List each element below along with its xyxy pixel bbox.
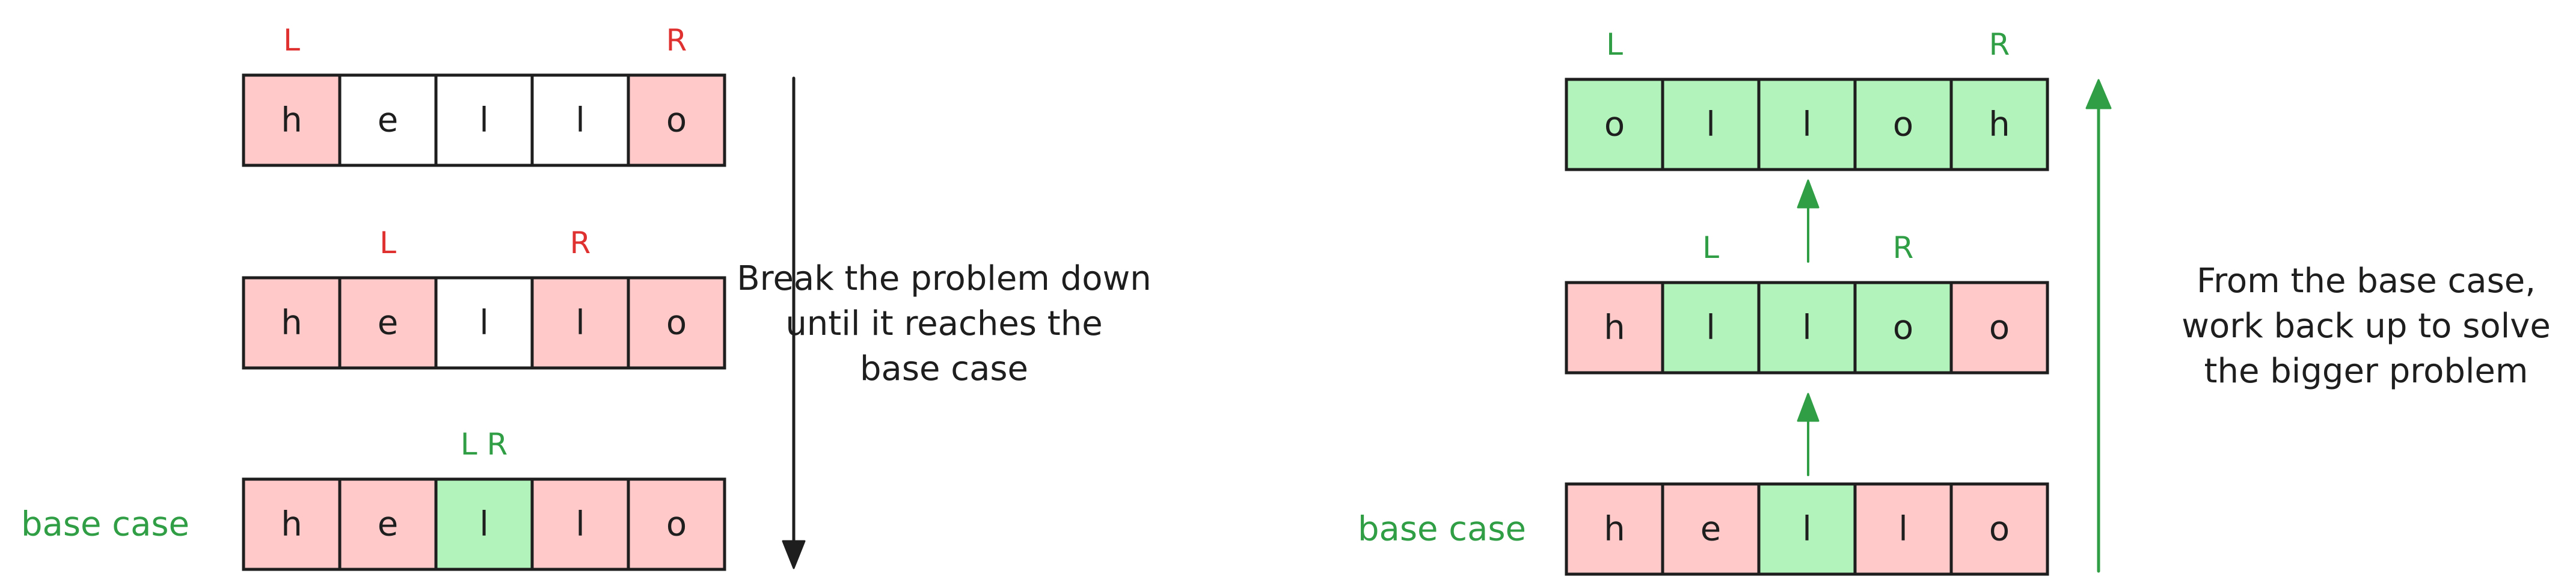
char-cell bbox=[1565, 78, 1664, 171]
up-arrow-small-lower bbox=[1797, 393, 1820, 476]
char-label: o bbox=[1893, 105, 1913, 144]
char-label: l bbox=[1898, 510, 1908, 549]
char-cell bbox=[338, 73, 438, 167]
pointer-marker: R bbox=[1989, 27, 2010, 62]
char-cell bbox=[242, 73, 342, 167]
char-cell bbox=[1661, 281, 1761, 375]
char-label: l bbox=[575, 304, 585, 343]
char-label: o bbox=[666, 101, 687, 140]
char-label: l bbox=[479, 304, 489, 343]
char-label: o bbox=[1893, 308, 1913, 348]
char-cell bbox=[434, 276, 534, 370]
char-label: o bbox=[1604, 105, 1625, 144]
pointer-marker: L bbox=[379, 225, 396, 260]
char-label: o bbox=[1989, 510, 2010, 549]
right-caption-line-1: From the base case, bbox=[2197, 262, 2536, 301]
char-label: l bbox=[479, 505, 489, 544]
right-caption-line-3: the bigger problem bbox=[2204, 352, 2528, 391]
up-arrow-small-upper bbox=[1797, 179, 1820, 263]
char-cell bbox=[627, 477, 726, 571]
char-cell bbox=[1949, 78, 2049, 171]
char-cell bbox=[1853, 78, 1953, 171]
char-cell bbox=[1949, 281, 2049, 375]
char-label: o bbox=[666, 505, 687, 544]
pointer-marker: R bbox=[666, 23, 687, 58]
char-cell bbox=[1757, 482, 1857, 576]
char-cell bbox=[338, 477, 438, 571]
base-case-label: base case bbox=[1358, 510, 1526, 549]
string-row: h e l l o base case bbox=[1358, 482, 2049, 576]
char-label: o bbox=[1989, 308, 2010, 348]
char-cell bbox=[242, 276, 342, 370]
base-case-label: base case bbox=[21, 505, 189, 544]
down-arrow bbox=[782, 76, 806, 569]
char-label: l bbox=[1802, 308, 1812, 348]
char-cell bbox=[1949, 482, 2049, 576]
pointer-marker: L R bbox=[461, 427, 508, 462]
pointer-marker: L bbox=[1702, 230, 1719, 265]
char-label: h bbox=[1604, 308, 1625, 348]
char-cell bbox=[434, 477, 534, 571]
string-row: h e l l o L R bbox=[242, 23, 726, 167]
char-label: e bbox=[1700, 510, 1721, 549]
char-cell bbox=[627, 73, 726, 167]
left-caption-line-3: base case bbox=[860, 349, 1028, 388]
pointer-marker: R bbox=[570, 225, 591, 260]
char-cell bbox=[1757, 281, 1857, 375]
string-row: o l l o h L R bbox=[1565, 27, 2049, 171]
char-cell bbox=[1661, 78, 1761, 171]
char-cell bbox=[530, 477, 630, 571]
char-cell bbox=[1565, 281, 1664, 375]
char-label: h bbox=[281, 101, 302, 140]
pointer-marker: L bbox=[1606, 27, 1623, 62]
char-label: l bbox=[575, 101, 585, 140]
pointer-marker: L bbox=[283, 23, 300, 58]
char-label: l bbox=[1802, 105, 1812, 144]
char-label: h bbox=[281, 505, 302, 544]
char-cell bbox=[338, 276, 438, 370]
char-cell bbox=[530, 276, 630, 370]
right-caption-line-2: work back up to solve bbox=[2182, 307, 2551, 346]
char-label: l bbox=[575, 505, 585, 544]
char-label: o bbox=[666, 304, 687, 343]
left-caption-line-2: until it reaches the bbox=[785, 304, 1102, 343]
string-row: h l l o o L R bbox=[1565, 230, 2049, 375]
up-arrow bbox=[2085, 79, 2112, 573]
left-caption-line-1: Break the problem down bbox=[737, 259, 1152, 298]
char-label: l bbox=[1706, 105, 1716, 144]
char-label: l bbox=[479, 101, 489, 140]
pointer-marker: R bbox=[1893, 230, 1914, 265]
char-label: h bbox=[1989, 105, 2010, 144]
char-label: l bbox=[1706, 308, 1716, 348]
char-label: e bbox=[378, 505, 398, 544]
string-row: h e l l o L R base case bbox=[21, 427, 726, 571]
char-label: l bbox=[1802, 510, 1812, 549]
char-cell bbox=[627, 276, 726, 370]
char-label: e bbox=[378, 101, 398, 140]
char-cell bbox=[1565, 482, 1664, 576]
string-row: h e l l o L R bbox=[242, 225, 726, 370]
char-label: h bbox=[281, 304, 302, 343]
char-cell bbox=[434, 73, 534, 167]
char-label: h bbox=[1604, 510, 1625, 549]
char-label: e bbox=[378, 304, 398, 343]
